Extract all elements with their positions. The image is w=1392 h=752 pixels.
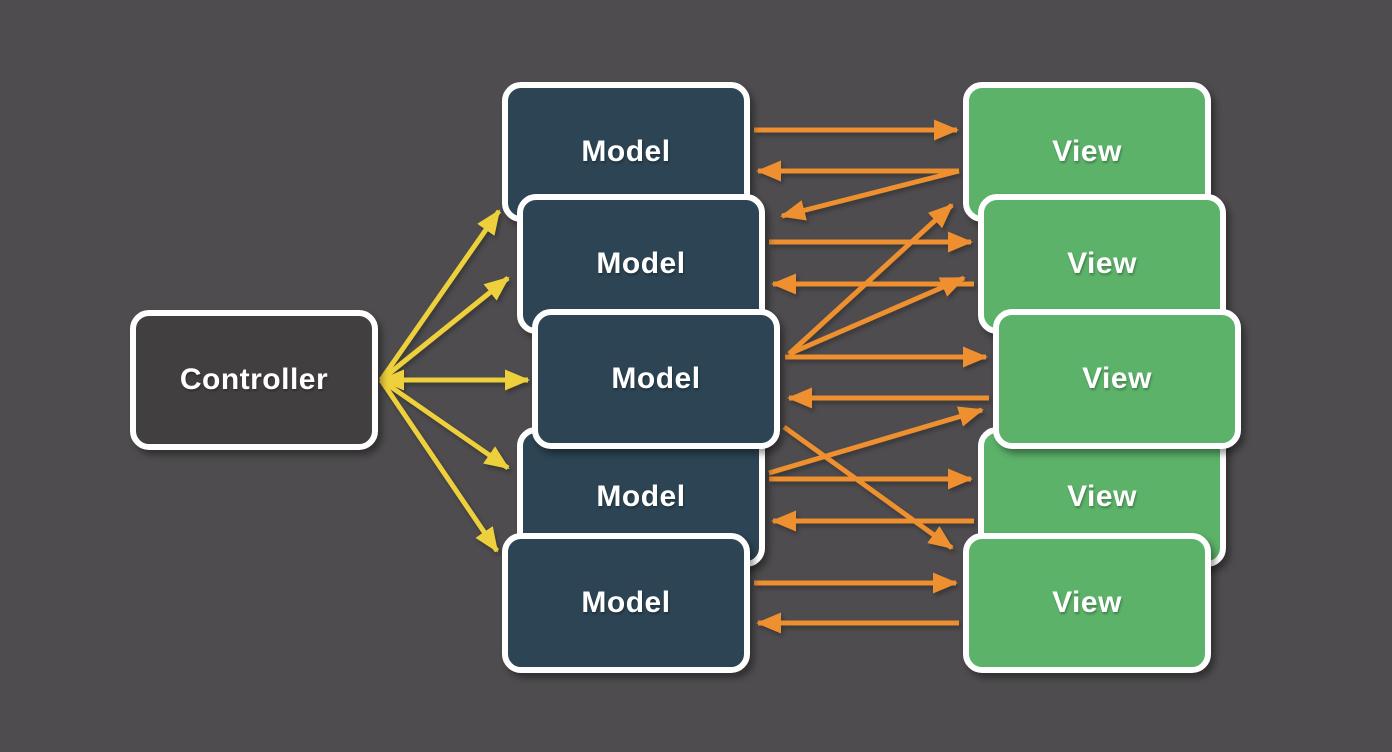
view-node-5: View [963, 533, 1211, 673]
model-node-2-label: Model [596, 247, 686, 280]
edge-model-3-view-1 [787, 203, 954, 356]
model-node-5-label: Model [581, 586, 671, 619]
edge-model-3-view-2 [788, 275, 966, 357]
model-node-3: Model [532, 309, 780, 449]
edge-controller-model-1 [378, 209, 502, 382]
edge-controller-model-2 [379, 276, 510, 382]
model-node-4-label: Model [596, 480, 686, 513]
model-node-1-label: Model [581, 135, 671, 168]
view-node-3: View [993, 309, 1241, 449]
view-node-4-label: View [1067, 480, 1137, 513]
edge-controller-model-4 [379, 377, 510, 471]
model-node-3-label: Model [611, 362, 701, 395]
edge-view-1-model-2 [780, 168, 960, 221]
view-node-1-label: View [1052, 135, 1122, 168]
model-node-5: Model [502, 533, 750, 673]
edge-model-3-view-5 [782, 424, 954, 551]
edge-controller-model-5 [378, 378, 500, 553]
controller-node: Controller [130, 310, 378, 450]
view-node-2-label: View [1067, 247, 1137, 280]
controller-node-label: Controller [179, 363, 329, 396]
view-node-5-label: View [1052, 586, 1122, 619]
edge-model-4-view-3 [768, 406, 984, 476]
view-node-3-label: View [1082, 362, 1152, 395]
